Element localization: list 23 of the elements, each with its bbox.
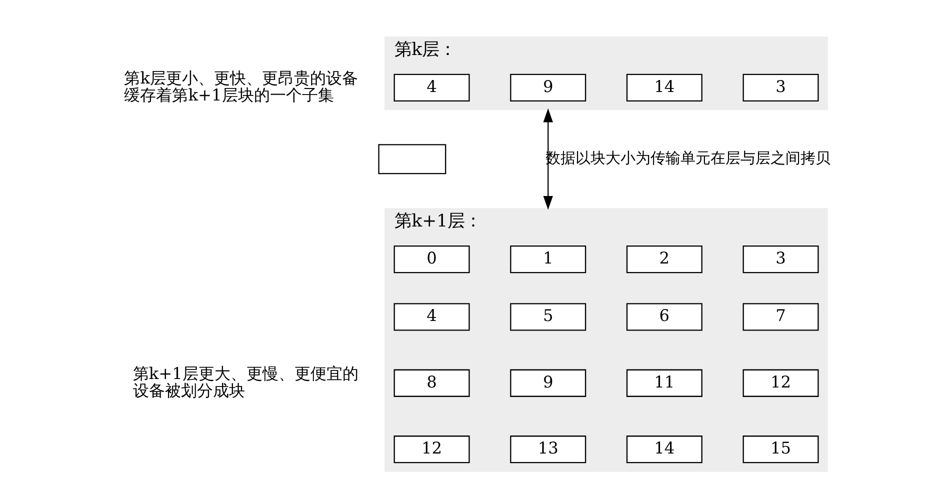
node-label: 第k+1层更大、更慢、更便宜的设备被划分成块 <box>132 364 358 400</box>
node-box: 9 <box>510 74 586 102</box>
node-box: 12 <box>742 369 818 397</box>
node-box: 14 <box>626 436 702 464</box>
node-label: 第k层更小、更快、更昂贵的设备缓存着第k+1层块的一个子集 <box>124 68 358 105</box>
node-box: 5 <box>510 303 586 331</box>
node-box: 8 <box>393 369 470 397</box>
node-box: 9 <box>510 369 586 397</box>
node-box: 6 <box>626 303 702 331</box>
node-box: 3 <box>742 74 818 102</box>
node-box: 13 <box>510 436 586 464</box>
node-box: 0 <box>393 246 470 274</box>
node-box: 15 <box>742 436 818 464</box>
node-box: 3 <box>742 246 818 274</box>
node-box: 12 <box>393 436 470 464</box>
node-box: 2 <box>626 246 702 274</box>
node-box <box>378 144 446 174</box>
node-box: 4 <box>393 74 470 102</box>
node-box: 1 <box>510 246 586 274</box>
node-box: 14 <box>626 74 702 102</box>
node-box: 4 <box>393 303 470 331</box>
node-box: 7 <box>742 303 818 331</box>
node-box: 11 <box>626 369 702 397</box>
